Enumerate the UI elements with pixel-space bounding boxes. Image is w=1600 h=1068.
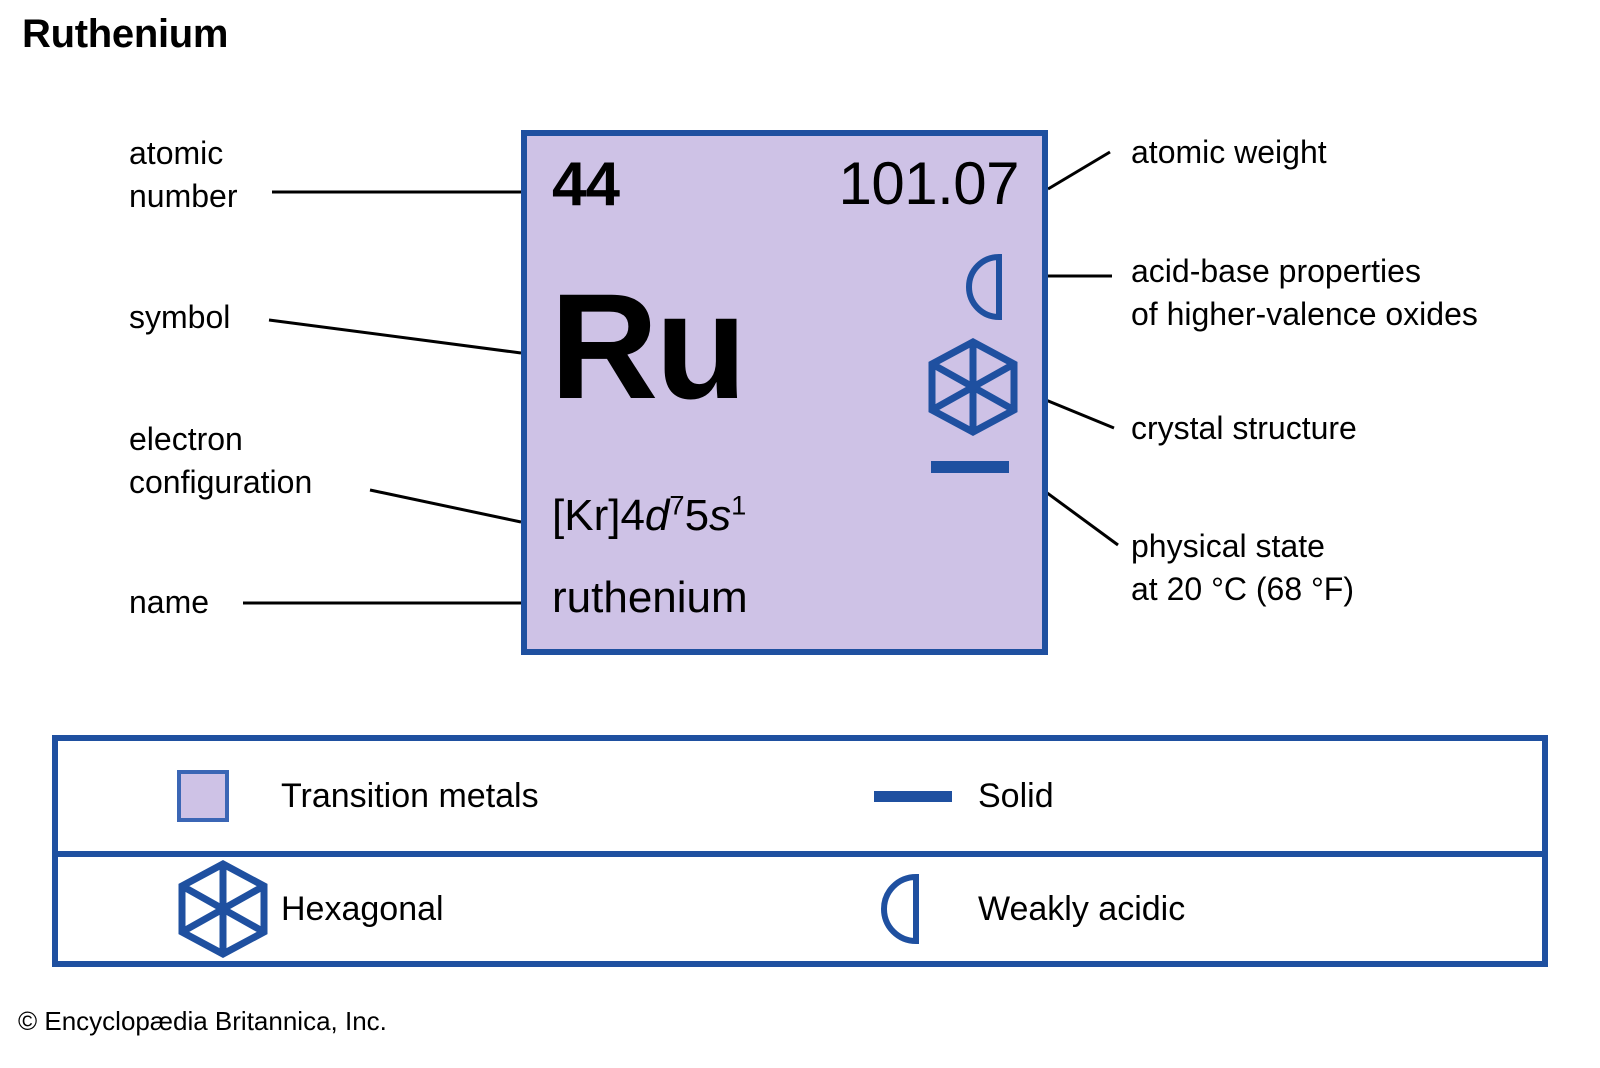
legend-glyph-hexagonal (177, 860, 281, 958)
callout-physical-state: physical state at 20 °C (68 °F) (1131, 525, 1354, 611)
callout-physical-state-line1: physical state (1131, 528, 1325, 564)
callout-acid-base-line2: of higher-valence oxides (1131, 296, 1478, 332)
callout-name: name (129, 581, 209, 624)
callout-physical-state-line2: at 20 °C (68 °F) (1131, 571, 1354, 607)
callout-name-line1: name (129, 584, 210, 620)
callout-atomic-weight: atomic weight (1131, 131, 1327, 174)
electron-config-d-electrons: 7 (669, 489, 685, 521)
element-name-value: ruthenium (552, 573, 748, 622)
solid-dash-icon (874, 790, 952, 802)
electron-config-s-electrons: 1 (731, 489, 747, 521)
legend-item-weakly-acidic: Weakly acidic (818, 857, 1542, 961)
leader-line-electron-configuration (369, 488, 522, 524)
legend-item-transition-metals: Transition metals (58, 741, 818, 851)
legend-glyph-solid (874, 790, 978, 802)
callout-atomic-number-line2: number (129, 178, 238, 214)
callout-atomic-weight-line1: atomic weight (1131, 134, 1327, 170)
legend-item-solid: Solid (818, 741, 1542, 851)
callout-electron-configuration-line1: electron (129, 421, 243, 457)
electron-config-shell: 5 (684, 491, 710, 540)
hexagonal-crystal-icon (178, 860, 268, 958)
color-swatch-icon (177, 770, 229, 822)
legend-label-transition-metals: Transition metals (281, 777, 539, 815)
callout-crystal-structure-line1: crystal structure (1131, 410, 1357, 446)
atomic-number-value: 44 (552, 150, 620, 219)
legend-row: Transition metals Solid (58, 741, 1542, 851)
electron-config-d-orbital: d (644, 491, 670, 540)
legend-item-hexagonal: Hexagonal (58, 857, 818, 961)
leader-line-atomic-weight (1047, 150, 1111, 191)
callout-atomic-number-line1: atomic (129, 135, 224, 171)
legend-label-weakly-acidic: Weakly acidic (978, 890, 1186, 928)
element-symbol-value: Ru (550, 262, 747, 430)
callout-symbol-line1: symbol (129, 299, 231, 335)
callout-acid-base: acid-base properties of higher-valence o… (1131, 250, 1478, 336)
legend-glyph-weakly-acidic (874, 871, 978, 947)
callout-electron-configuration-line2: configuration (129, 464, 313, 500)
legend-row: Hexagonal Weakly acidic (58, 851, 1542, 961)
page-title: Ruthenium (22, 12, 229, 56)
electron-config-core: [Kr]4 (552, 491, 645, 540)
callout-atomic-number: atomic number (129, 132, 238, 218)
callout-crystal-structure: crystal structure (1131, 407, 1357, 450)
copyright-credit: © Encyclopædia Britannica, Inc. (18, 1006, 387, 1036)
element-box: 44 101.07 Ru [Kr]4d75s1 ruthenium (521, 130, 1048, 655)
solid-dash-icon (931, 461, 1009, 473)
callout-electron-configuration: electron configuration (129, 418, 312, 504)
hexagonal-crystal-icon (928, 338, 1018, 436)
leader-line-symbol (268, 318, 522, 355)
half-disk-icon (881, 873, 919, 945)
atomic-weight-value: 101.07 (838, 150, 1019, 217)
legend-box: Transition metals Solid (52, 735, 1548, 967)
legend-label-hexagonal: Hexagonal (281, 890, 444, 928)
electron-configuration-value: [Kr]4d75s1 (552, 491, 746, 540)
legend-label-solid: Solid (978, 777, 1054, 815)
callout-symbol: symbol (129, 296, 230, 339)
electron-config-s-orbital: s (709, 491, 732, 540)
callout-acid-base-line1: acid-base properties (1131, 253, 1421, 289)
legend-glyph-transition-metals (177, 770, 281, 822)
half-disk-icon (966, 253, 1002, 321)
